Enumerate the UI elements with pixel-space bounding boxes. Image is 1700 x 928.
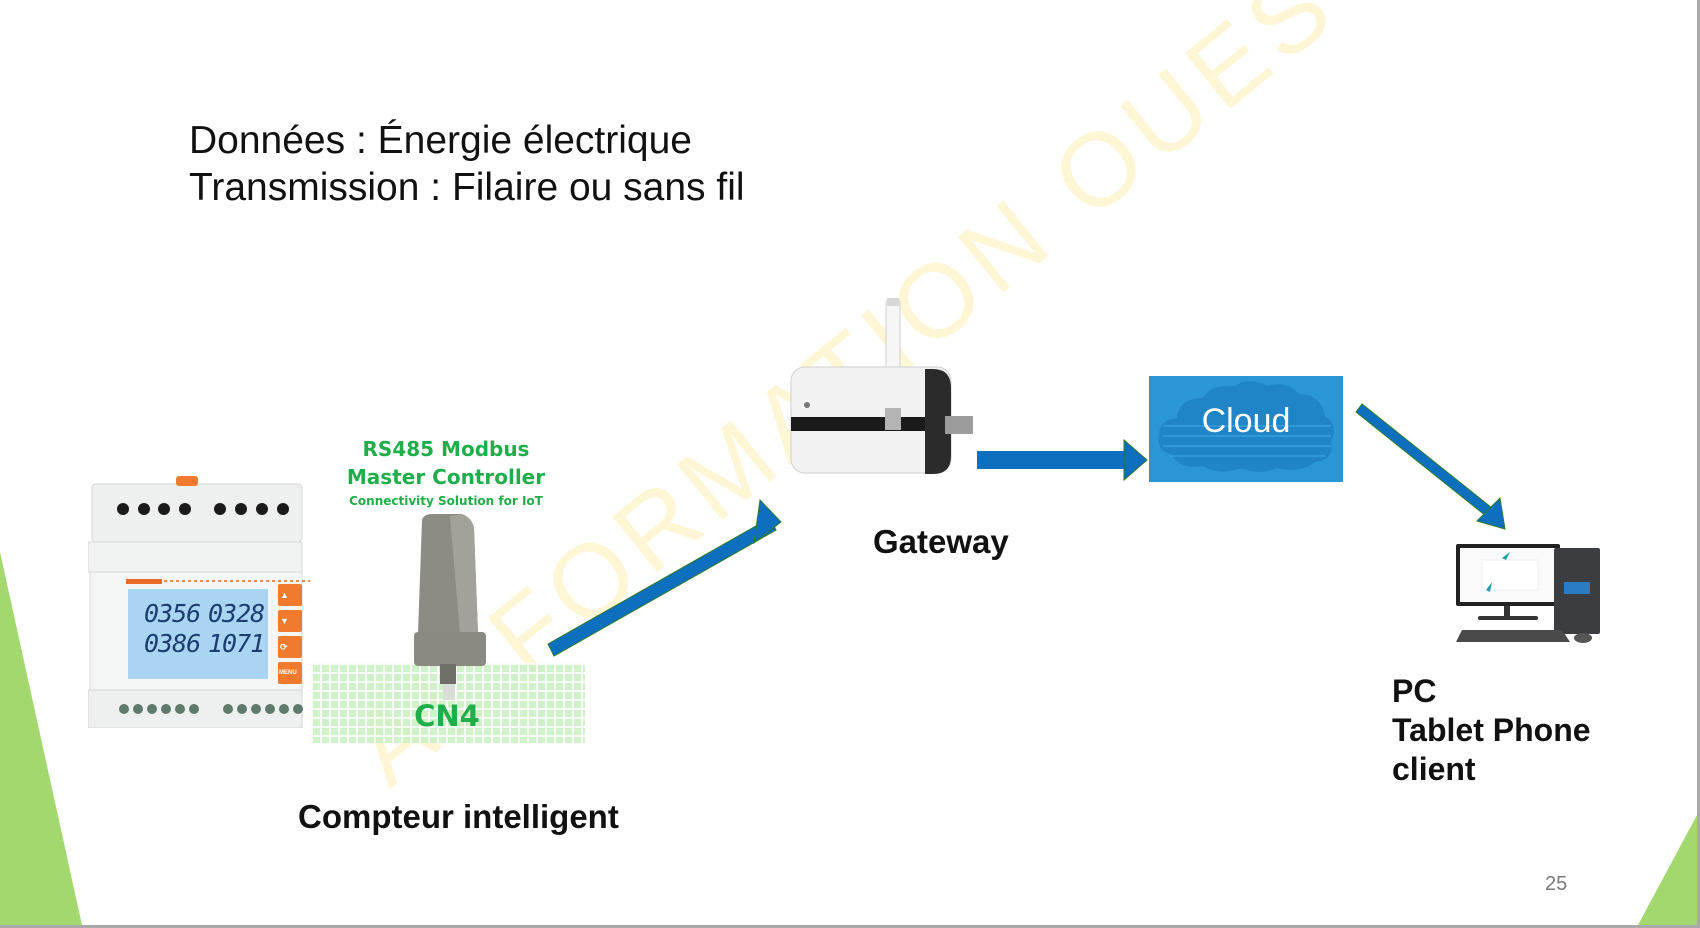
meter-down-button-icon: ▼: [278, 610, 302, 632]
client-label-client: client: [1392, 751, 1476, 787]
arrow-meter-to-gateway: [547, 498, 782, 657]
pc-computer-icon: [1456, 544, 1600, 643]
title-line-data: Données : Énergie électrique: [189, 119, 692, 162]
cloud-icon: [1158, 381, 1334, 472]
client-label-pc: PC: [1392, 673, 1437, 709]
controller-title-line1: RS485 Modbus: [362, 437, 530, 461]
meter-up-button-icon: ▲: [278, 584, 302, 606]
meter-display-value: 1071: [208, 629, 265, 658]
controller-model-label: CN4: [414, 699, 480, 733]
client-label-devices: Tablet Phone: [1392, 712, 1591, 748]
cn4-controller-icon: [414, 514, 486, 684]
arrow-gateway-to-cloud: [977, 438, 1148, 482]
left-green-triangle: [0, 552, 82, 925]
controller-title-line2: Master Controller: [346, 465, 546, 489]
smart-meter-image: 0356 0328 0386 1071 ▲ ▼ ⟳ MENU: [88, 476, 312, 728]
smart-meter-label: Compteur intelligent: [298, 798, 619, 835]
gateway-label: Gateway: [873, 523, 1009, 560]
cloud-label: Cloud: [1201, 402, 1291, 440]
meter-body-icon: [88, 476, 310, 728]
title-line-transmission: Transmission : Filaire ou sans fil: [189, 166, 745, 209]
page-number: 25: [1545, 873, 1568, 895]
arrow-cloud-to-client: [1355, 403, 1506, 530]
meter-reset-button-icon: ⟳: [278, 636, 302, 658]
controller-subtitle: Connectivity Solution for IoT: [349, 494, 543, 508]
right-green-triangle: [1638, 815, 1697, 925]
meter-display-value: 0328: [208, 599, 265, 628]
cn4-connector: [443, 684, 455, 700]
meter-display-value: 0356: [144, 599, 201, 628]
gateway-device-icon: [790, 298, 973, 474]
meter-menu-button: MENU: [278, 662, 302, 684]
meter-display-value: 0386: [144, 629, 201, 658]
cloud-service: Cloud: [1149, 376, 1343, 482]
